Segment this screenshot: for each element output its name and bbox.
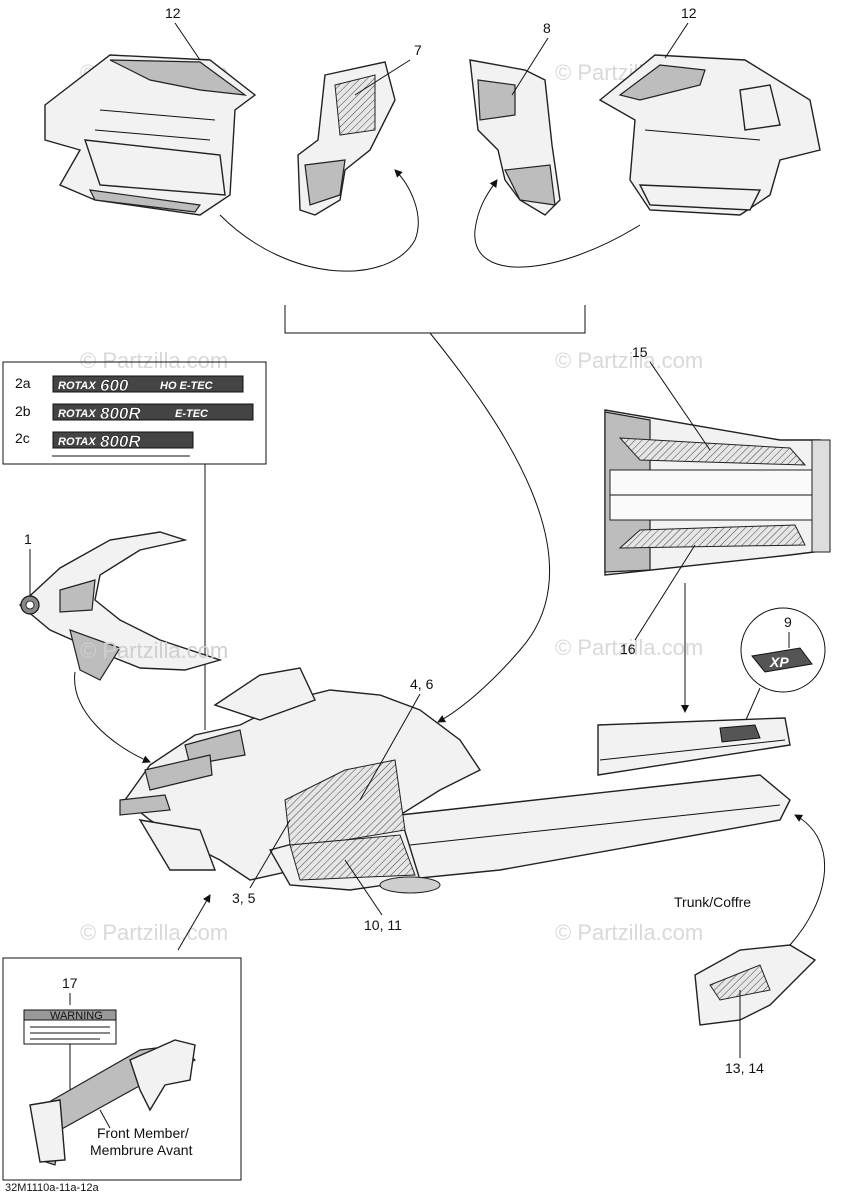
trunk-part xyxy=(694,944,817,1026)
decal-2b-brand: ROTAX xyxy=(58,408,96,420)
nose-piece xyxy=(18,531,223,681)
front-member-box xyxy=(2,957,242,1181)
callout-9: 9 xyxy=(784,614,792,630)
figure-id: 32M1110a-11a-12a xyxy=(5,1182,99,1194)
right-side-panel xyxy=(598,54,821,216)
part-7-panel xyxy=(297,61,396,216)
watermark-text: © Partzilla.com xyxy=(555,635,703,660)
part-8-panel xyxy=(469,59,561,216)
decal-2b: ROTAX 800R E-TEC xyxy=(52,403,254,423)
callout-16: 16 xyxy=(620,641,636,657)
callout-17: 17 xyxy=(62,975,78,991)
callout-2b: 2b xyxy=(15,403,31,419)
callout-3-5: 3, 5 xyxy=(232,890,256,906)
decal-2a: ROTAX 600 HO E-TEC xyxy=(52,375,244,395)
group-bracket xyxy=(284,305,586,334)
warning-label: WARNING xyxy=(23,1009,117,1045)
decal-9-text: XP xyxy=(769,654,789,670)
arrow-trunk-to-tunnel xyxy=(789,814,826,946)
trunk-label: Trunk/Coffre xyxy=(674,894,751,910)
arrow-bracket-to-seat xyxy=(429,332,550,723)
watermark-text: © Partzilla.com xyxy=(80,920,228,945)
watermark-text: © Partzilla.com xyxy=(80,348,228,373)
arrow-left-to-7 xyxy=(219,169,419,272)
callout-2a: 2a xyxy=(15,375,31,391)
callout-12-right: 12 xyxy=(681,5,697,21)
callout-1: 1 xyxy=(24,531,32,547)
callout-12-left: 12 xyxy=(165,5,181,21)
arrow-nose-to-hood xyxy=(74,671,151,763)
callout-4-6: 4, 6 xyxy=(410,676,434,692)
callout-10-11: 10, 11 xyxy=(364,917,402,933)
snowmobile-body xyxy=(119,667,791,894)
callout-7: 7 xyxy=(414,42,422,58)
decal-2a-brand: ROTAX xyxy=(58,380,96,392)
watermark-text: © Partzilla.com xyxy=(555,348,703,373)
callout-15: 15 xyxy=(632,344,648,360)
decal-9: XP xyxy=(751,647,813,673)
warning-label-title: WARNING xyxy=(50,1010,103,1022)
front-member-part xyxy=(29,1039,197,1166)
decal-2c-model: 800R xyxy=(100,432,141,451)
arrow-front-member-to-body xyxy=(177,894,211,951)
watermark-text: © Partzilla.com xyxy=(555,920,703,945)
callout-8: 8 xyxy=(543,20,551,36)
front-member-label-1: Front Member/ xyxy=(97,1125,189,1141)
decal-2c-brand: ROTAX xyxy=(58,436,96,448)
decal-2b-model: 800R xyxy=(100,404,141,423)
decal-2a-model: 600 xyxy=(100,376,129,395)
callout-13-14: 13, 14 xyxy=(725,1060,764,1076)
engine-decals-box xyxy=(2,361,267,465)
decal-2c: ROTAX 800R xyxy=(52,431,194,451)
decal-2b-suffix: E-TEC xyxy=(175,408,209,420)
decal-2a-suffix: HO E-TEC xyxy=(160,380,214,392)
front-member-label-2: Membrure Avant xyxy=(90,1142,193,1158)
tunnel-top-view xyxy=(604,409,831,576)
callout-2c: 2c xyxy=(15,430,30,446)
watermark-text: © Partzilla.com xyxy=(80,638,228,663)
arrow-right-to-8 xyxy=(474,179,641,268)
left-side-panel xyxy=(44,54,257,216)
tunnel-side-strip xyxy=(597,717,791,776)
part-9-detail-circle xyxy=(740,607,826,693)
